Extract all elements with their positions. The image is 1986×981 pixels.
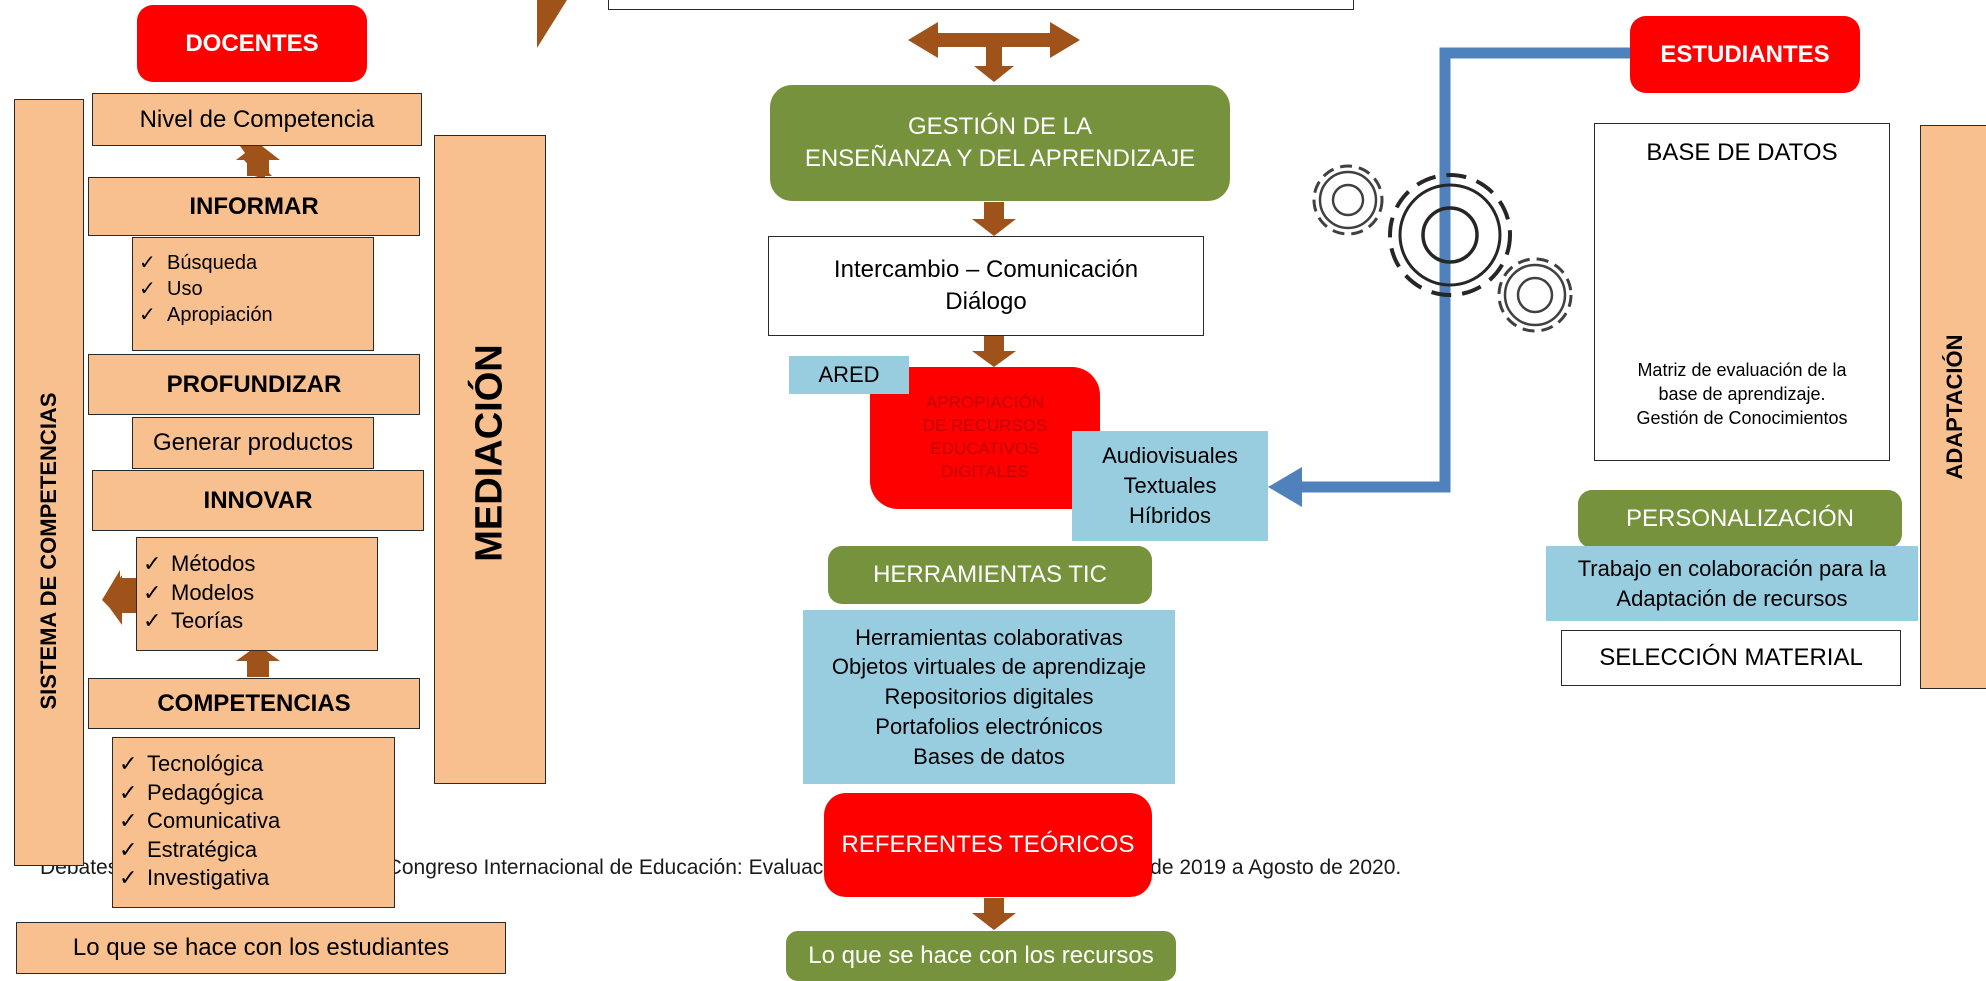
recursos-summary-box: Lo que se hace con los recursos: [786, 931, 1176, 981]
corner-arrow-fragment: [537, 0, 567, 48]
apropiacion-box: APROPIACIÓN DE RECURSOS EDUCATIVOS DIGIT…: [870, 367, 1100, 509]
recursos-tipos-box: Audiovisuales Textuales Híbridos: [1072, 431, 1268, 541]
list-item: Herramientas colaborativas: [855, 624, 1123, 650]
seleccion-material-box: SELECCIÓN MATERIAL: [1561, 630, 1901, 686]
list-item: Comunicativa: [113, 807, 394, 836]
herramientas-list-box: Herramientas colaborativas Objetos virtu…: [803, 610, 1175, 784]
gear-icon: [1312, 164, 1384, 236]
mediacion-bar: MEDIACIÓN: [434, 135, 546, 784]
list-item: Métodos: [137, 550, 377, 579]
mediacion-label: MEDIACIÓN: [468, 344, 511, 562]
gear-icon: [1388, 173, 1512, 297]
innovar-list: Métodos Modelos Teorías: [136, 537, 378, 651]
list-item: Investigativa: [113, 864, 394, 893]
arrow-down-1: [972, 202, 1016, 236]
base-datos-box: BASE DE DATOS Matriz de evaluación de la…: [1594, 123, 1890, 461]
generar-productos-box: Generar productos: [132, 417, 374, 469]
list-item: Teorías: [137, 607, 377, 636]
list-item: Objetos virtuales de aprendizaje: [831, 654, 1147, 680]
list-item: Apropiación: [133, 302, 373, 328]
list-item: Portafolios electrónicos: [875, 713, 1103, 739]
list-item: Modelos: [137, 579, 377, 608]
connector-line: [1298, 47, 1630, 493]
competencias-list: Tecnológica Pedagógica Comunicativa Estr…: [112, 737, 395, 908]
connector-arrowhead: [1268, 467, 1302, 507]
arrow-down-3: [972, 898, 1016, 930]
gestion-box: GESTIÓN DE LA ENSEÑANZA Y DEL APRENDIZAJ…: [770, 85, 1230, 201]
innovar-box: INNOVAR: [92, 470, 424, 531]
referentes-box: REFERENTES TEÓRICOS: [824, 793, 1152, 897]
arrow-up-nivel: [236, 143, 280, 176]
list-item: Repositorios digitales: [884, 684, 1094, 710]
informar-box: INFORMAR: [88, 177, 420, 236]
sistema-competencias-label: SISTEMA DE COMPETENCIAS: [36, 392, 61, 710]
intercambio-box: Intercambio – Comunicación Diálogo: [768, 236, 1204, 336]
herramientas-tic-box: HERRAMIENTAS TIC: [828, 546, 1152, 604]
list-item: Uso: [133, 276, 373, 302]
competencias-box: COMPETENCIAS: [88, 678, 420, 729]
personalizacion-box: PERSONALIZACIÓN: [1578, 490, 1902, 548]
list-item: Estratégica: [113, 836, 394, 865]
estudiantes-summary-box: Lo que se hace con los estudiantes: [16, 922, 506, 974]
adaptacion-label: ADAPTACIÓN: [1942, 334, 1967, 480]
list-item: Bases de datos: [913, 743, 1065, 769]
top-box-fragment: [608, 0, 1354, 10]
arrow-up-2: [236, 645, 280, 677]
arrow-down-2: [972, 336, 1016, 367]
trabajo-colaboracion-box: Trabajo en colaboración para la Adaptaci…: [1546, 546, 1918, 621]
matriz-text: Matriz de evaluación de la base de apren…: [1636, 359, 1848, 429]
profundizar-box: PROFUNDIZAR: [88, 354, 420, 415]
arrow-left-innovar: [104, 575, 138, 625]
gear-icon: [1497, 257, 1573, 333]
ared-label: ARED: [789, 356, 909, 394]
docentes-header: DOCENTES: [137, 5, 367, 82]
list-item: Tecnológica: [113, 750, 394, 779]
list-item: Búsqueda: [133, 250, 373, 276]
informar-list: Búsqueda Uso Apropiación: [132, 237, 374, 351]
nivel-competencia-box: Nivel de Competencia: [92, 93, 422, 146]
double-arrow-icon: [908, 22, 1080, 82]
estudiantes-header: ESTUDIANTES: [1630, 16, 1860, 93]
sistema-competencias-bar: SISTEMA DE COMPETENCIAS: [14, 99, 84, 866]
adaptacion-bar: ADAPTACIÓN: [1920, 125, 1986, 689]
base-datos-title: BASE DE DATOS: [1646, 139, 1838, 166]
list-item: Pedagógica: [113, 779, 394, 808]
